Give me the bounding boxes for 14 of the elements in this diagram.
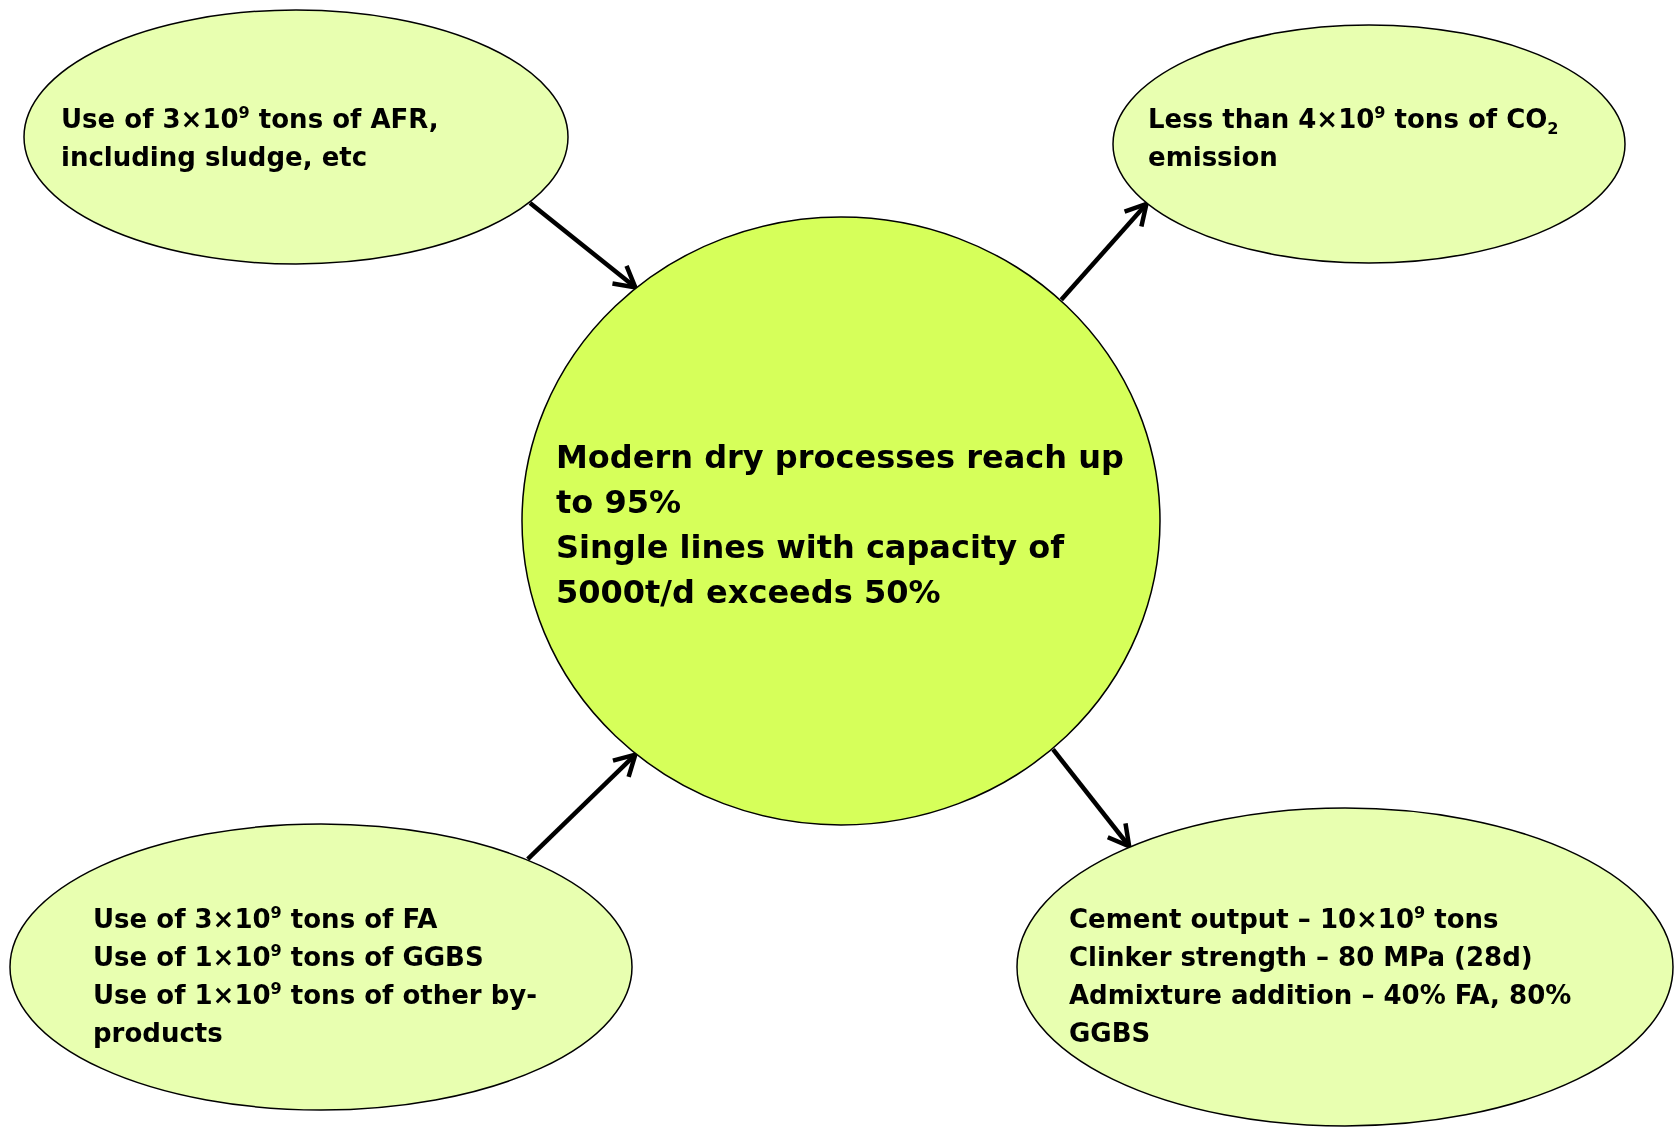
node-text: Clinker strength – 80 MPa (28d) xyxy=(1069,941,1533,974)
arrow xyxy=(526,752,638,861)
arrow xyxy=(1059,201,1149,302)
node-text: Cement output – 10×10$^{9}$ tons xyxy=(1069,902,1499,936)
node-text: Less than 4×10$^{9}$ tons of CO$_{2}$ emission xyxy=(1148,102,1560,174)
node-text: Use of 1×10$^{9}$ tons of other by-products xyxy=(93,978,539,1050)
node-text: Admixture addition – 40% FA, 80% GGBS xyxy=(1069,979,1573,1050)
node-text: Single lines with capacity of 5000t/d exceeds 50% xyxy=(556,527,1066,613)
arrow xyxy=(1051,748,1132,849)
node-text: Use of 3×10$^{9}$ tons of FA xyxy=(93,902,438,936)
node-text: Modern dry processes reach up to 95% xyxy=(556,437,1125,523)
node-text: Use of 3×10$^{9}$ tons of AFR, including sludge, etc xyxy=(61,102,440,174)
arrow xyxy=(528,201,638,290)
node-text: Use of 1×10$^{9}$ tons of GGBS xyxy=(93,940,484,974)
